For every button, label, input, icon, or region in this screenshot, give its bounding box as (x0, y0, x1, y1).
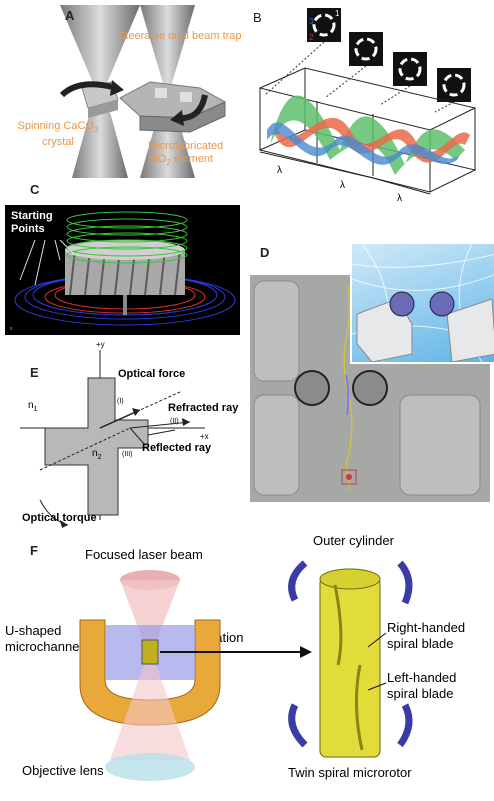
roman-1-label: (I) (117, 398, 124, 405)
tile-number: 2 (309, 33, 314, 42)
crystal-caption: Spinning CaCO3 crystal (17, 120, 99, 149)
wave-ribbon-green (270, 95, 465, 175)
optical-torque-label: Optical torque (22, 512, 97, 524)
panel-f-illustration (79, 560, 413, 781)
panel-b-label: B (253, 10, 262, 25)
rotation-arrow-icon (397, 560, 413, 605)
panel-c-label-wrap: C (0, 180, 245, 200)
objective-lens (105, 753, 195, 781)
plus-x-label: +x (200, 432, 209, 441)
mode-tile-2 (349, 32, 383, 66)
left-trap-beam-top (60, 5, 140, 90)
left-trap-beam-bottom (72, 90, 128, 178)
cross-element (44, 377, 149, 516)
panel-d-label: D (260, 245, 270, 260)
mode-tile-4 (437, 68, 471, 102)
panel-c-illustration: x (10, 211, 236, 332)
refracted-ray-label: Refracted ray (168, 402, 239, 414)
rotation-arrow-icon (397, 703, 413, 748)
u-shaped-microchannel (79, 619, 221, 726)
n2-label: n2 (92, 448, 102, 461)
panel-e-label: E (30, 365, 39, 380)
twin-spiral-microrotor (319, 576, 381, 758)
n1-label: n1 (28, 400, 38, 413)
panel-b: 1 2 3 B λ λ λ (245, 0, 494, 205)
roman-3-label: (III) (122, 451, 133, 458)
panel-f-label: F (30, 543, 38, 558)
particle-trajectory (343, 284, 353, 491)
outer-cylinder-label: Outer cylinder (313, 533, 394, 548)
lambda-label-1: λ (277, 165, 282, 176)
flow-inset-illustration (351, 243, 494, 363)
rotation-arrow-icon (288, 560, 308, 602)
objective-lens-label: Objective lens (22, 763, 104, 778)
flow-inset (350, 242, 494, 364)
twin-rotor-label: Twin spiral microrotor (288, 765, 412, 780)
roman-2-label: (II) (170, 418, 179, 425)
tile-number: 3 (309, 17, 314, 26)
reflected-ray-label: Reflected ray (142, 442, 212, 454)
focused-beam-label: Focused laser beam (85, 547, 203, 562)
rotation-arrow-icon (288, 703, 308, 748)
lambda-label-3: λ (397, 193, 402, 204)
mode-tile-3 (393, 52, 427, 86)
panel-e-diagram (20, 350, 205, 528)
wave-ribbon-blue (267, 122, 460, 165)
tile-number: 1 (335, 9, 340, 18)
element-caption: Microfabricated SiO2 element (148, 140, 224, 168)
panel-e: E +y +x n1 n2 Optical force Refracted ra… (0, 340, 250, 530)
small-microrotor (141, 639, 159, 665)
plus-y-label: +y (96, 340, 105, 349)
right-trap-beam-bottom (140, 90, 195, 178)
lambda-label-2: λ (340, 180, 345, 191)
spin-arrow-left-icon (59, 81, 117, 98)
svg-text:x: x (10, 326, 13, 332)
mode-tile-1 (307, 8, 341, 42)
optical-force-label: Optical force (118, 368, 186, 380)
panel-c-label: C (30, 182, 40, 197)
panel-a-label: A (65, 8, 75, 23)
panel-a: A Steerable dual beam trap Spinning CaCO… (0, 0, 245, 180)
trap-caption: Steerable dual beam trap (118, 30, 242, 42)
right-trap-beam-top (140, 5, 195, 90)
panel-d: D (250, 240, 494, 502)
panel-b-illustration: 1 2 3 (258, 8, 477, 195)
panel-a-illustration (59, 5, 227, 178)
